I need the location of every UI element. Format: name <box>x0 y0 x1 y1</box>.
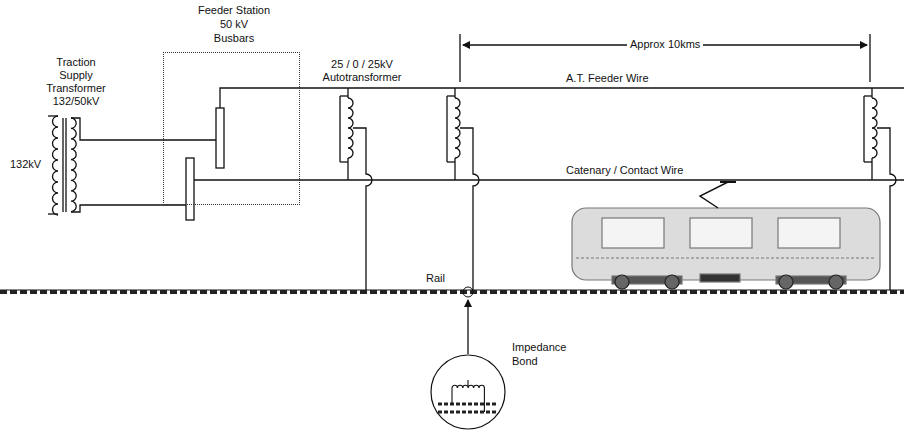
feeder-station-box: Feeder Station50 kV Busbars <box>163 52 300 205</box>
busbar-label: 50 kV Busbars <box>208 17 260 45</box>
autotransformer-label: 25 / 0 / 25kV Autotransformer <box>312 58 412 84</box>
callout-label: Impedance Bond <box>512 340 576 368</box>
station-title: Feeder Station <box>184 3 284 17</box>
impedance-bond-callout: Impedance Bond <box>430 354 506 430</box>
voltage-label: 132kV <box>10 158 41 171</box>
wire-label: Catenary / Contact Wire <box>566 164 683 177</box>
wire-label: A.T. Feeder Wire <box>566 72 649 85</box>
transformer-label: Traction Supply Transformer 132/50kV <box>38 56 114 108</box>
callout-circle <box>430 354 506 430</box>
station-heading: Feeder Station50 kV Busbars <box>184 3 284 45</box>
dimension-label: Approx 10kms <box>627 38 703 51</box>
rail-label: Rail <box>426 272 445 285</box>
